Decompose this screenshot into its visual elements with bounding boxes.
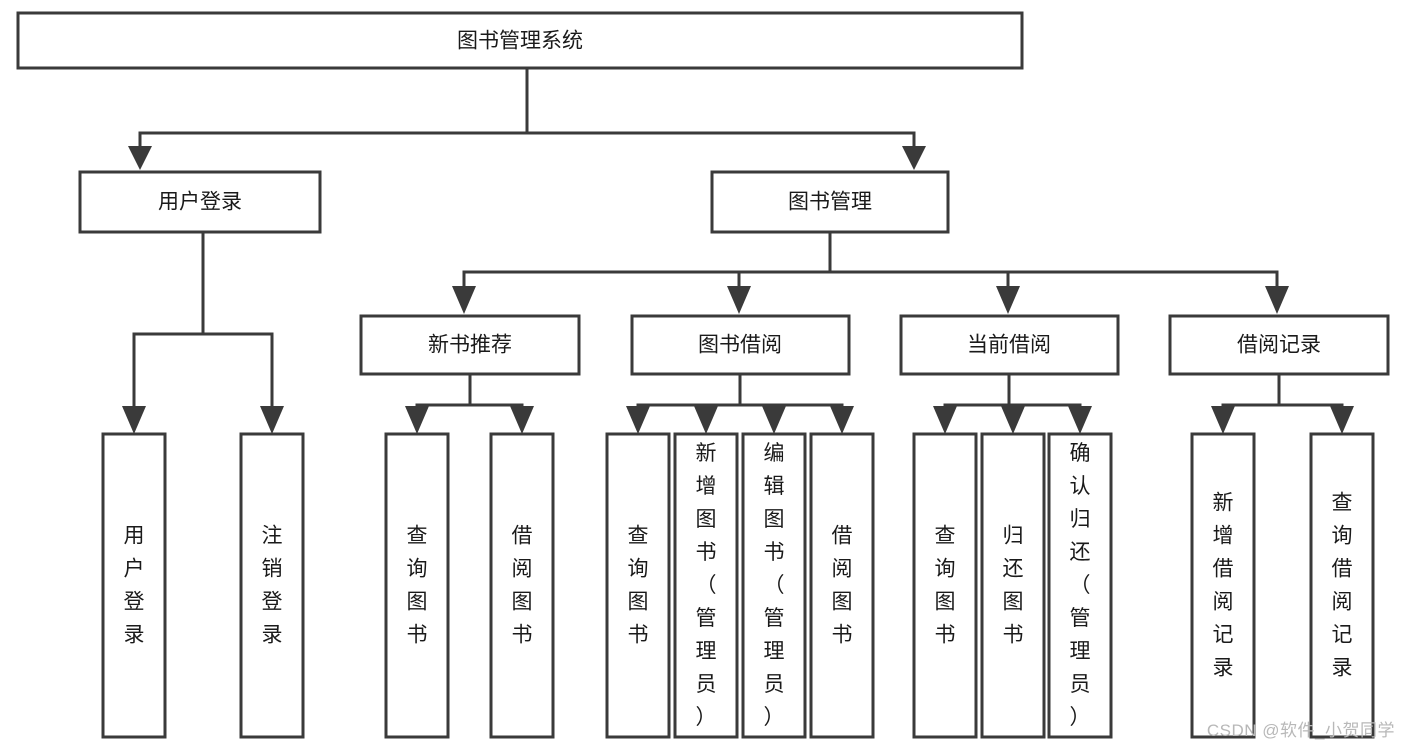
connectors-borrowrecord-to-leaves [1211, 372, 1354, 434]
node-book-management[interactable]: 图书管理 [710, 170, 950, 234]
arrow-head-icon [122, 406, 146, 434]
arrow-head-icon [1068, 406, 1092, 434]
leaf-node[interactable]: 借阅图书 [809, 432, 875, 739]
connectors-root-to-level2 [128, 66, 926, 170]
leaf-node[interactable]: 查询图书 [912, 432, 978, 739]
leaf-label: 编辑图书（管理员） [764, 442, 785, 729]
arrow-head-icon [1211, 406, 1235, 434]
leaf-node[interactable]: 查询图书 [384, 432, 450, 739]
connectors-currentborrow-to-leaves [933, 372, 1092, 434]
node-current-borrow-label: 当前借阅 [967, 334, 1051, 357]
arrow-head-icon [1330, 406, 1354, 434]
leaf-label: 借阅图书 [512, 525, 533, 647]
node-book-management-label: 图书管理 [788, 191, 872, 214]
node-root-book-management-system[interactable]: 图书管理系统 [16, 11, 1024, 70]
arrow-head-icon [510, 406, 534, 434]
leaf-label: 查询借阅记录 [1332, 492, 1353, 680]
connectors-bookmgmt-to-level3 [452, 230, 1289, 314]
leaf-label: 确认归还（管理员） [1070, 442, 1091, 729]
node-borrow-record-label: 借阅记录 [1237, 334, 1321, 357]
node-book-borrow-label: 图书借阅 [698, 334, 782, 357]
arrow-head-icon [996, 286, 1020, 314]
leaf-label: 新增借阅记录 [1213, 492, 1234, 680]
arrow-head-icon [830, 406, 854, 434]
leaf-label: 借阅图书 [832, 525, 853, 647]
node-book-borrow[interactable]: 图书借阅 [630, 314, 851, 376]
connectors-bookborrow-to-leaves [626, 372, 854, 434]
arrow-head-icon [1001, 406, 1025, 434]
arrow-head-icon [452, 286, 476, 314]
leaf-node[interactable]: 借阅图书 [489, 432, 555, 739]
arrow-head-icon [626, 406, 650, 434]
leaf-node[interactable]: 查询图书 [605, 432, 671, 739]
connectors-userlogin-to-leaves [122, 230, 284, 434]
leaf-label: 注销登录 [262, 525, 283, 647]
leaf-label: 查询图书 [935, 525, 956, 647]
leaf-node[interactable]: 归还图书 [980, 432, 1046, 739]
leaf-node[interactable]: 新增图书（管理员） [673, 432, 739, 739]
arrow-head-icon [260, 406, 284, 434]
leaf-label: 查询图书 [628, 525, 649, 647]
connectors-newbook-to-leaves [405, 372, 534, 434]
arrow-head-icon [694, 406, 718, 434]
leaf-label: 新增图书（管理员） [696, 442, 717, 729]
node-borrow-record[interactable]: 借阅记录 [1168, 314, 1390, 376]
csdn-watermark: CSDN @软件_小贺同学 [1206, 721, 1395, 740]
leaf-node[interactable]: 确认归还（管理员） [1047, 432, 1113, 739]
leaf-node[interactable]: 用户登录 [101, 432, 167, 739]
leaf-label: 查询图书 [407, 525, 428, 647]
leaf-label: 归还图书 [1003, 525, 1024, 647]
arrow-head-icon [933, 406, 957, 434]
leaf-label: 用户登录 [124, 525, 145, 647]
node-current-borrow[interactable]: 当前借阅 [899, 314, 1120, 376]
arrow-head-icon [1265, 286, 1289, 314]
arrow-head-icon [405, 406, 429, 434]
node-root-label: 图书管理系统 [457, 30, 583, 53]
arrow-head-icon [128, 146, 152, 170]
leaf-node[interactable]: 新增借阅记录 [1190, 432, 1256, 739]
arrow-head-icon [762, 406, 786, 434]
node-new-book-recommend-label: 新书推荐 [428, 334, 512, 357]
node-new-book-recommend[interactable]: 新书推荐 [359, 314, 581, 376]
leaf-node[interactable]: 查询借阅记录 [1309, 432, 1375, 739]
node-user-login[interactable]: 用户登录 [78, 170, 322, 234]
arrow-head-icon [727, 286, 751, 314]
arrow-head-icon [902, 146, 926, 170]
leaf-node[interactable]: 编辑图书（管理员） [741, 432, 807, 739]
leaf-node[interactable]: 注销登录 [239, 432, 305, 739]
node-user-login-label: 用户登录 [158, 191, 242, 214]
